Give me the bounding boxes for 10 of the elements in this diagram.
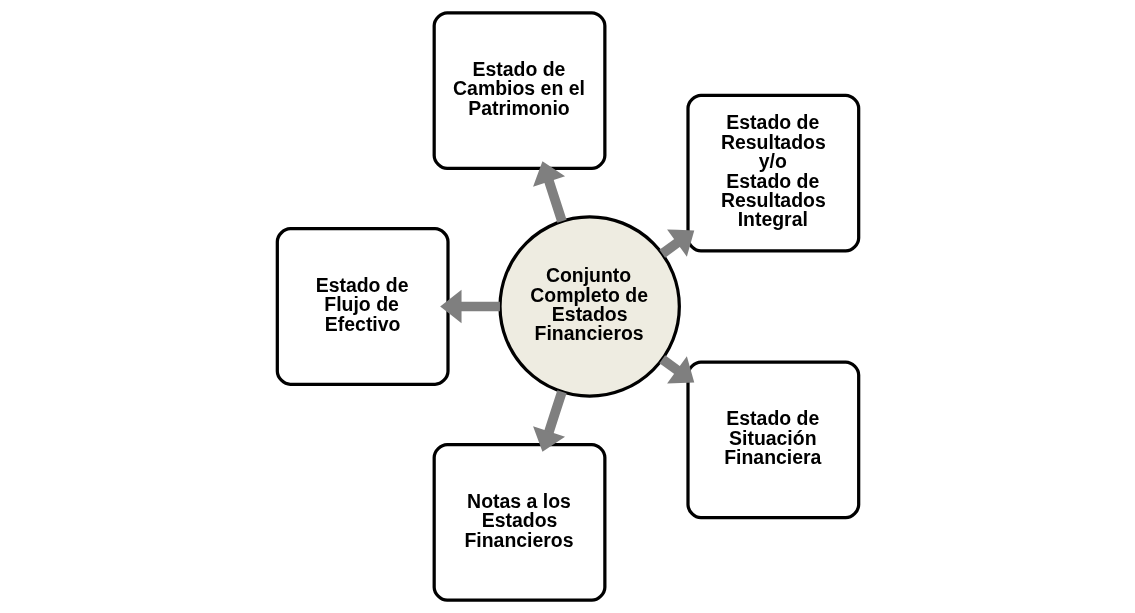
node-box: Estado de Flujo de Efectivo (275, 227, 450, 386)
node-box: Estado de Cambios en el Patrimonio (432, 11, 606, 170)
arrow (439, 289, 500, 324)
node-box: Estado de Resultados y/o Estado de Resultados Integral (685, 93, 860, 253)
node-box: Estado de Situación Financiera (685, 360, 860, 520)
arrow (658, 229, 694, 258)
node-box: Notas a los Estados Financieros (432, 443, 606, 602)
arrow (532, 390, 567, 452)
arrow (658, 355, 694, 384)
arrow (532, 161, 567, 223)
